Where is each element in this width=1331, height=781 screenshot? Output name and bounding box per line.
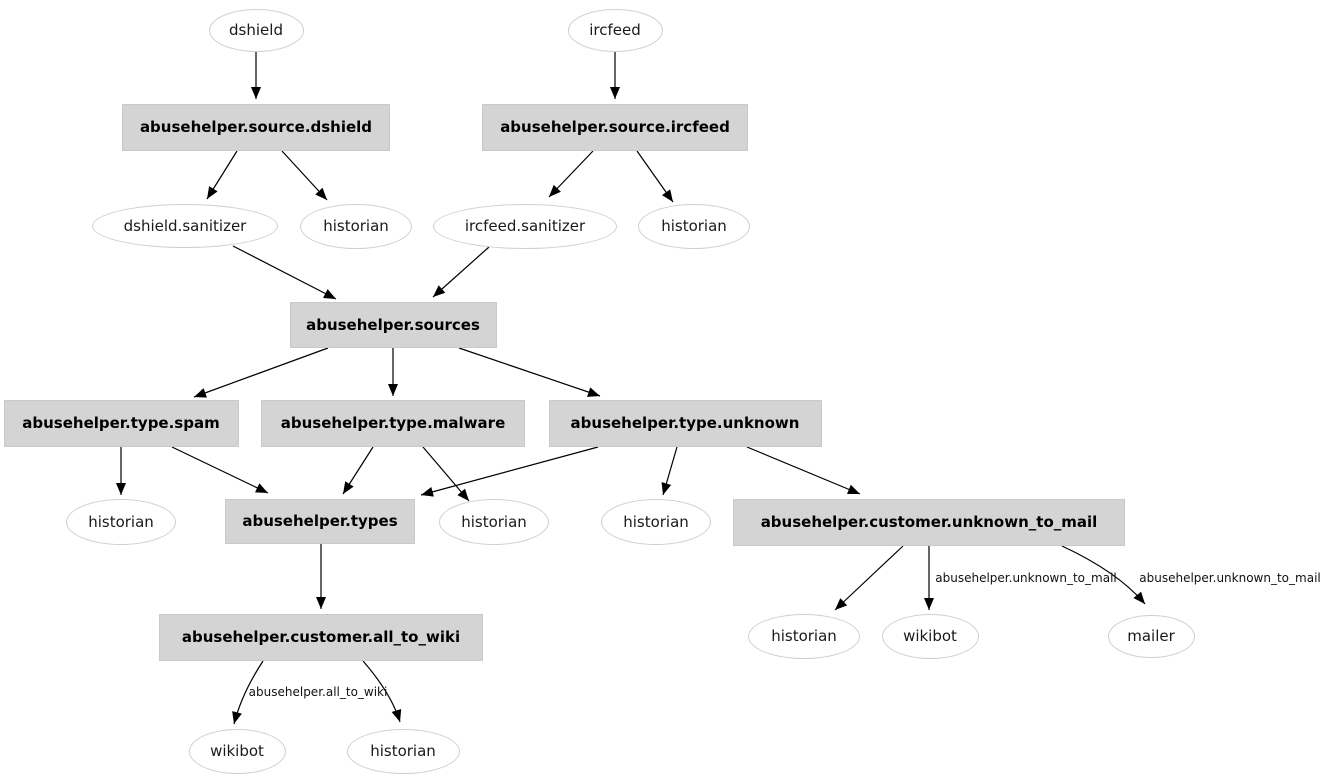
edge-customer-all-to-wiki-to-historian-7 xyxy=(362,660,402,723)
node-ircfeed-sanitizer: ircfeed.sanitizer xyxy=(433,203,617,249)
edge-source-ircfeed-to-historian-2 xyxy=(636,150,674,203)
edge-type-spam-to-types xyxy=(171,446,269,494)
node-type-malware: abusehelper.type.malware xyxy=(261,399,525,447)
edge-label-customer-unknown-to-mail-to-wikibot-1: abusehelper.unknown_to_mail xyxy=(935,571,1117,585)
edge-sources-to-type-unknown xyxy=(458,347,601,397)
edge-type-unknown-to-historian-5 xyxy=(661,446,678,496)
node-historian-6: historian xyxy=(748,613,860,659)
node-wikibot-1: wikibot xyxy=(881,613,979,659)
node-mailer: mailer xyxy=(1107,614,1195,658)
node-type-unknown: abusehelper.type.unknown xyxy=(548,399,822,447)
node-historian-4: historian xyxy=(439,499,549,545)
node-wikibot-2: wikibot xyxy=(188,728,286,774)
node-customer-all-to-wiki: abusehelper.customer.all_to_wiki xyxy=(159,613,483,661)
edge-type-malware-to-types xyxy=(342,446,374,495)
edge-source-dshield-to-dshield-sanitizer xyxy=(206,150,238,200)
node-dshield-feed: dshield xyxy=(208,8,304,52)
node-source-ircfeed: abusehelper.source.ircfeed xyxy=(482,103,748,151)
node-historian-5: historian xyxy=(601,499,711,545)
edge-source-ircfeed-to-ircfeed-sanitizer xyxy=(548,150,594,198)
node-ircfeed-feed: ircfeed xyxy=(567,8,663,52)
edge-dshield-sanitizer-to-sources xyxy=(232,245,337,300)
edge-type-unknown-to-types xyxy=(420,446,599,497)
node-customer-unknown-to-mail: abusehelper.customer.unknown_to_mail xyxy=(733,498,1125,546)
edge-customer-unknown-to-mail-to-historian-6 xyxy=(834,545,904,611)
node-types: abusehelper.types xyxy=(225,498,415,544)
edge-ircfeed-sanitizer-to-sources xyxy=(432,246,490,298)
edge-type-malware-to-historian-4 xyxy=(422,446,470,502)
edge-sources-to-type-spam xyxy=(193,347,329,398)
edge-group xyxy=(116,52,1146,725)
edge-label-customer-unknown-to-mail-to-mailer: abusehelper.unknown_to_mail xyxy=(1139,571,1321,585)
edge-type-unknown-to-customer-unknown-to-mail xyxy=(746,446,861,495)
node-historian-7: historian xyxy=(346,728,460,774)
node-type-spam: abusehelper.type.spam xyxy=(3,399,239,447)
edge-label-customer-all-to-wiki-to-wikibot-2: abusehelper.all_to_wiki xyxy=(248,685,388,699)
node-historian-1: historian xyxy=(300,203,412,249)
node-historian-2: historian xyxy=(638,203,750,249)
node-sources: abusehelper.sources xyxy=(289,302,497,348)
edge-customer-unknown-to-mail-to-mailer xyxy=(1061,545,1146,605)
node-dshield-sanitizer: dshield.sanitizer xyxy=(92,204,278,248)
edge-customer-all-to-wiki-to-wikibot-2 xyxy=(232,660,264,725)
node-historian-3: historian xyxy=(66,499,176,545)
node-source-dshield: abusehelper.source.dshield xyxy=(122,103,390,151)
edge-source-dshield-to-historian-1 xyxy=(281,150,328,201)
